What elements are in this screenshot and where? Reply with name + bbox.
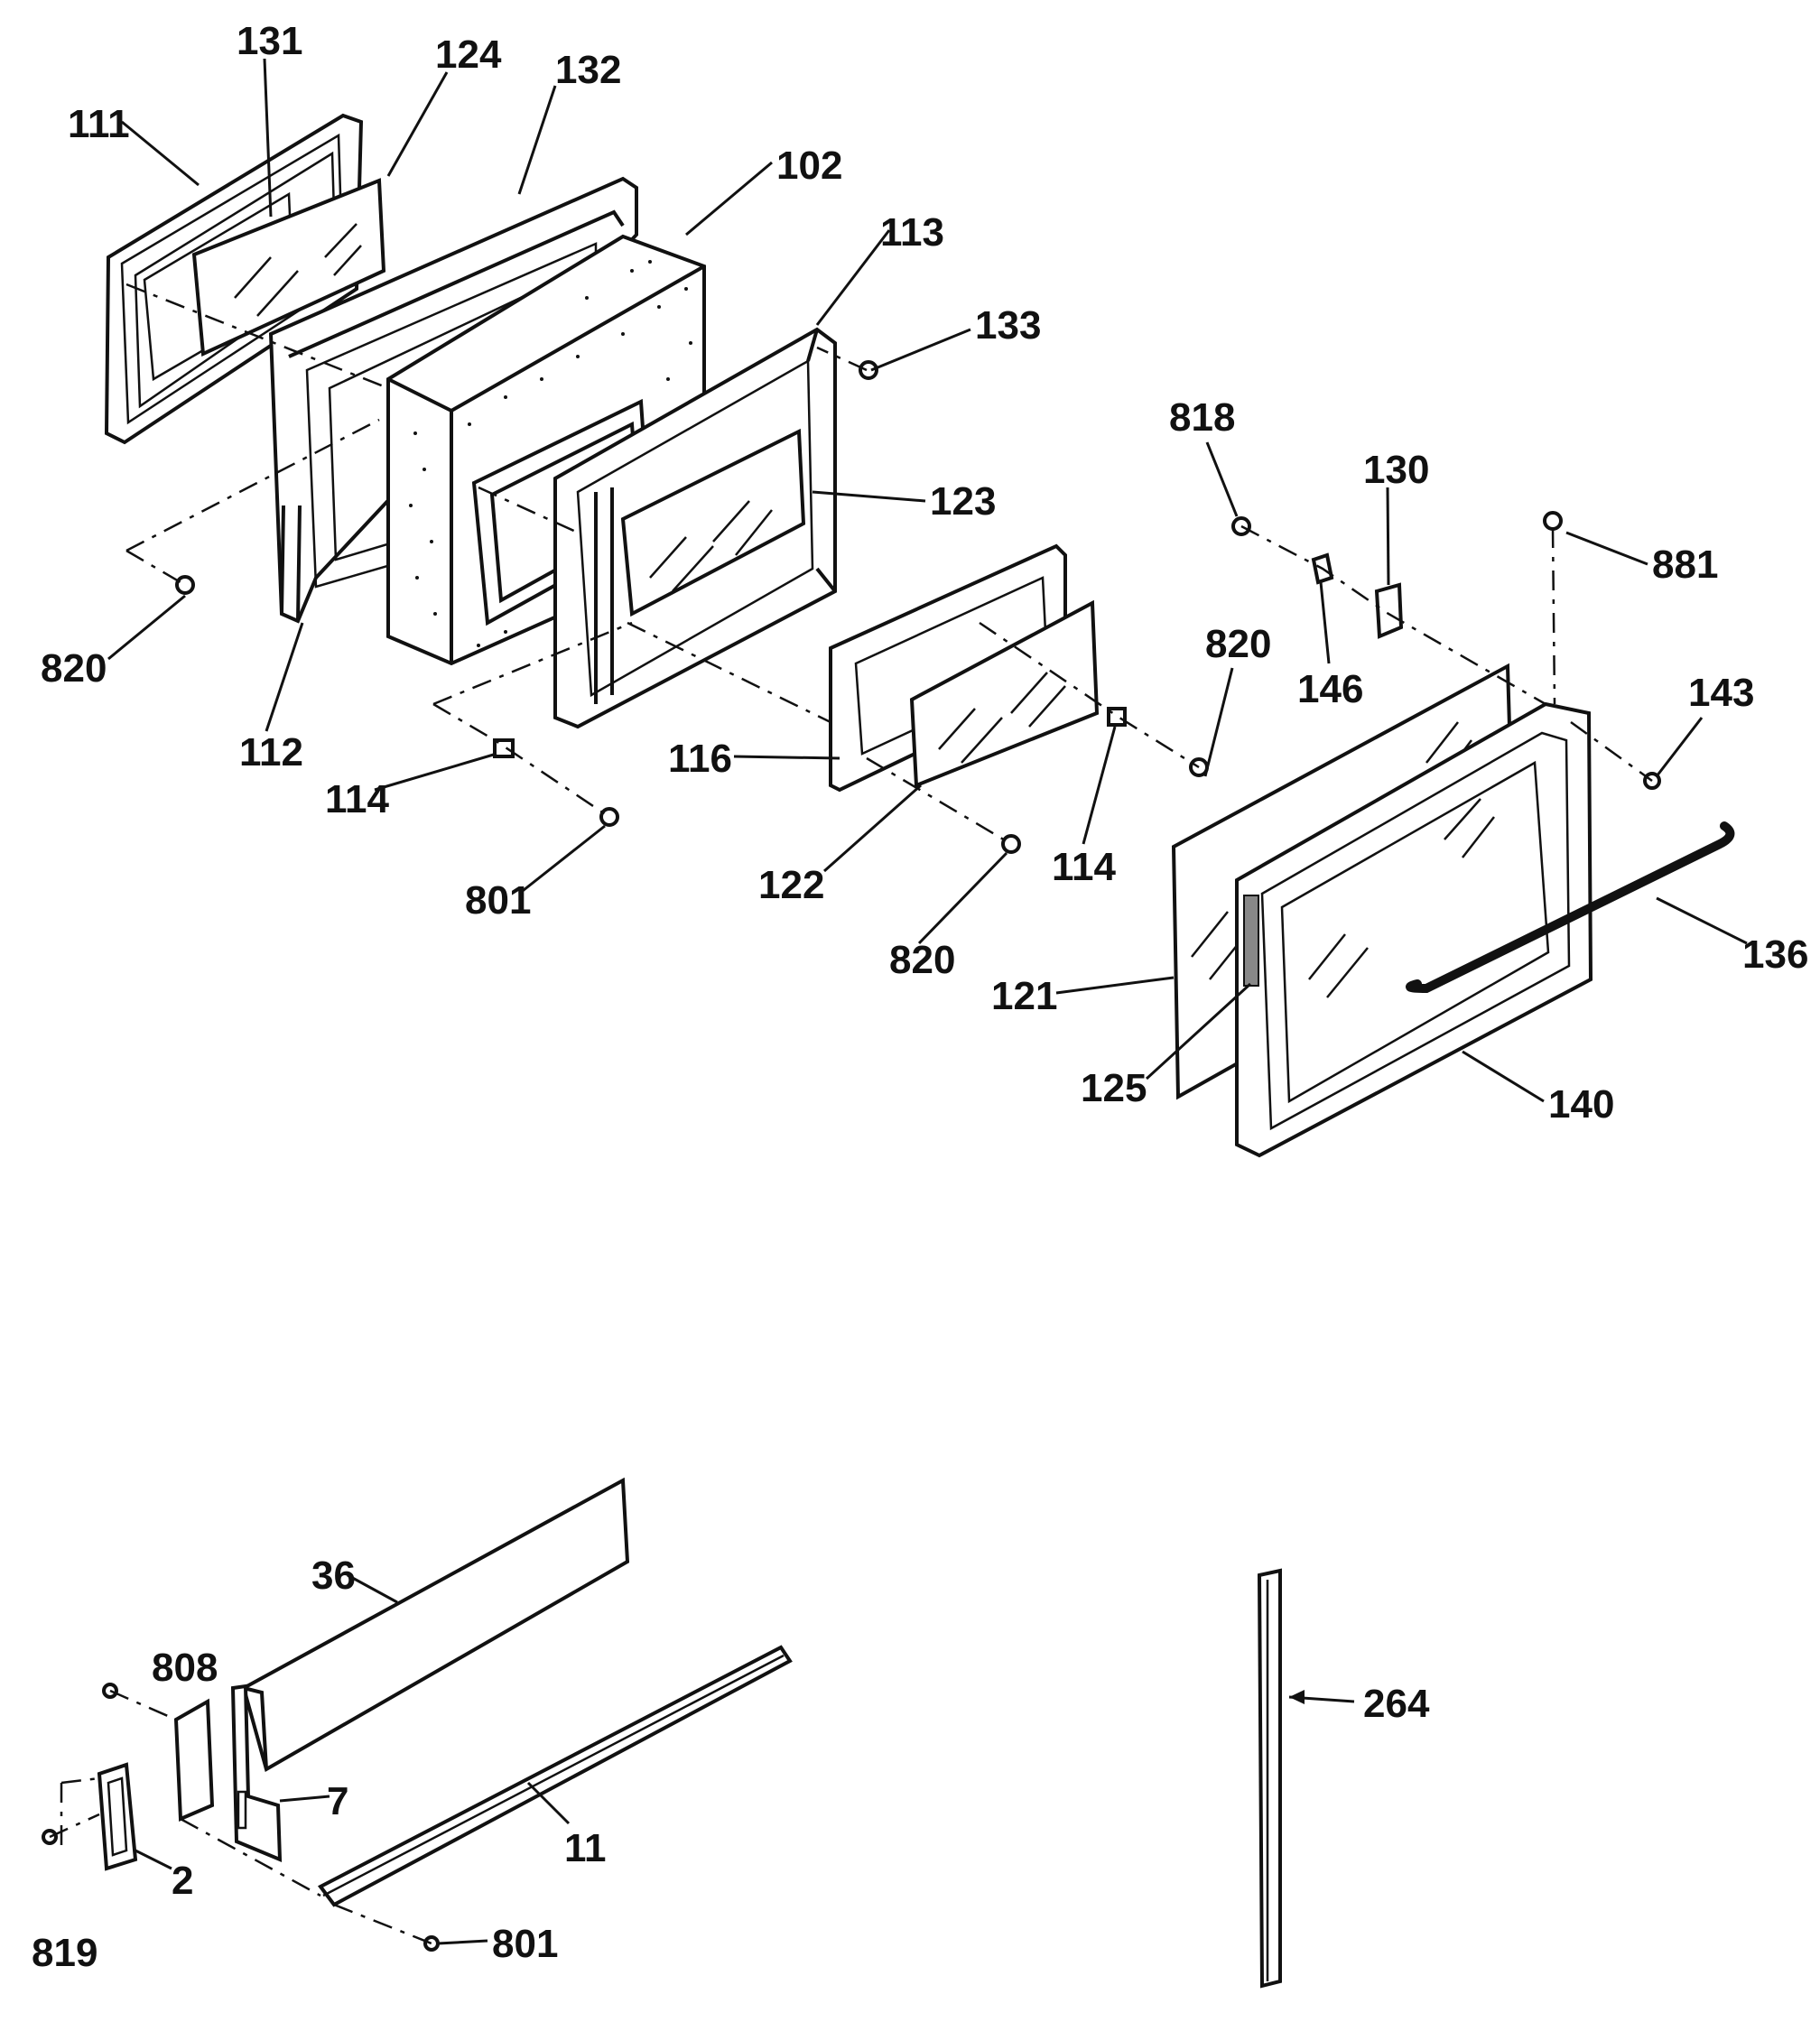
label-264: 264 (1363, 1682, 1430, 1726)
part-114-clip-a (493, 738, 515, 758)
label-11: 11 (564, 1826, 607, 1870)
label-111: 111 (68, 102, 130, 146)
label-818: 818 (1169, 395, 1235, 440)
label-121: 121 (991, 974, 1057, 1018)
alignment-lines-lower (49, 1689, 432, 1945)
label-114-b: 114 (1052, 845, 1117, 889)
part-801-screw-b (423, 1935, 440, 1952)
label-820-c: 820 (1205, 622, 1271, 666)
label-36: 36 (311, 1554, 356, 1598)
label-801-b: 801 (492, 1922, 558, 1966)
label-140: 140 (1548, 1082, 1614, 1127)
label-113: 113 (880, 210, 944, 255)
label-112: 112 (239, 730, 303, 774)
part-881-screw (1543, 511, 1563, 531)
alignment-lines-upper (125, 283, 1653, 846)
label-132: 132 (555, 48, 621, 92)
part-2-end-cap (97, 1762, 138, 1871)
label-125: 125 (1081, 1066, 1147, 1110)
leader-lines-lower (135, 1573, 1355, 1945)
label-820-a: 820 (41, 646, 107, 691)
label-133: 133 (975, 303, 1041, 348)
part-264-strip (1257, 1568, 1282, 1989)
label-116: 116 (668, 737, 732, 781)
part-130-pad (1374, 582, 1404, 639)
part-820-screw-b (1001, 834, 1021, 854)
part-labels: 111 131 124 132 102 113 133 123 818 130 … (32, 19, 1808, 1975)
label-131: 131 (237, 19, 302, 63)
label-7: 7 (327, 1779, 348, 1823)
label-114-a: 114 (325, 777, 390, 821)
label-808: 808 (152, 1646, 218, 1690)
label-146: 146 (1297, 667, 1363, 711)
label-102: 102 (776, 144, 842, 188)
part-123-window-glass (620, 428, 806, 617)
part-7-bracket (230, 1683, 283, 1863)
part-136-handle (1406, 821, 1735, 994)
label-143: 143 (1688, 671, 1754, 715)
part-820-screw-a (175, 575, 195, 595)
part-124-glass-panel (191, 178, 386, 357)
part-140-door-front-frame (1235, 701, 1593, 1158)
part-11-drawer-rail (317, 1645, 793, 1907)
label-130: 130 (1363, 448, 1429, 492)
label-819: 819 (32, 1931, 98, 1975)
label-136: 136 (1742, 932, 1808, 977)
leader-lines-upper (107, 58, 1748, 1103)
label-122: 122 (758, 863, 824, 907)
label-2: 2 (172, 1859, 193, 1903)
part-801-screw-a (599, 807, 619, 827)
part-side-panel (173, 1698, 215, 1822)
part-122-glass (909, 599, 1100, 788)
part-36-drawer-panel (241, 1477, 630, 1773)
label-820-b: 820 (889, 938, 955, 982)
label-124: 124 (435, 32, 502, 77)
label-881: 881 (1652, 543, 1718, 587)
part-133-nut (859, 360, 878, 380)
label-123: 123 (930, 479, 996, 524)
label-801-a: 801 (465, 878, 531, 923)
